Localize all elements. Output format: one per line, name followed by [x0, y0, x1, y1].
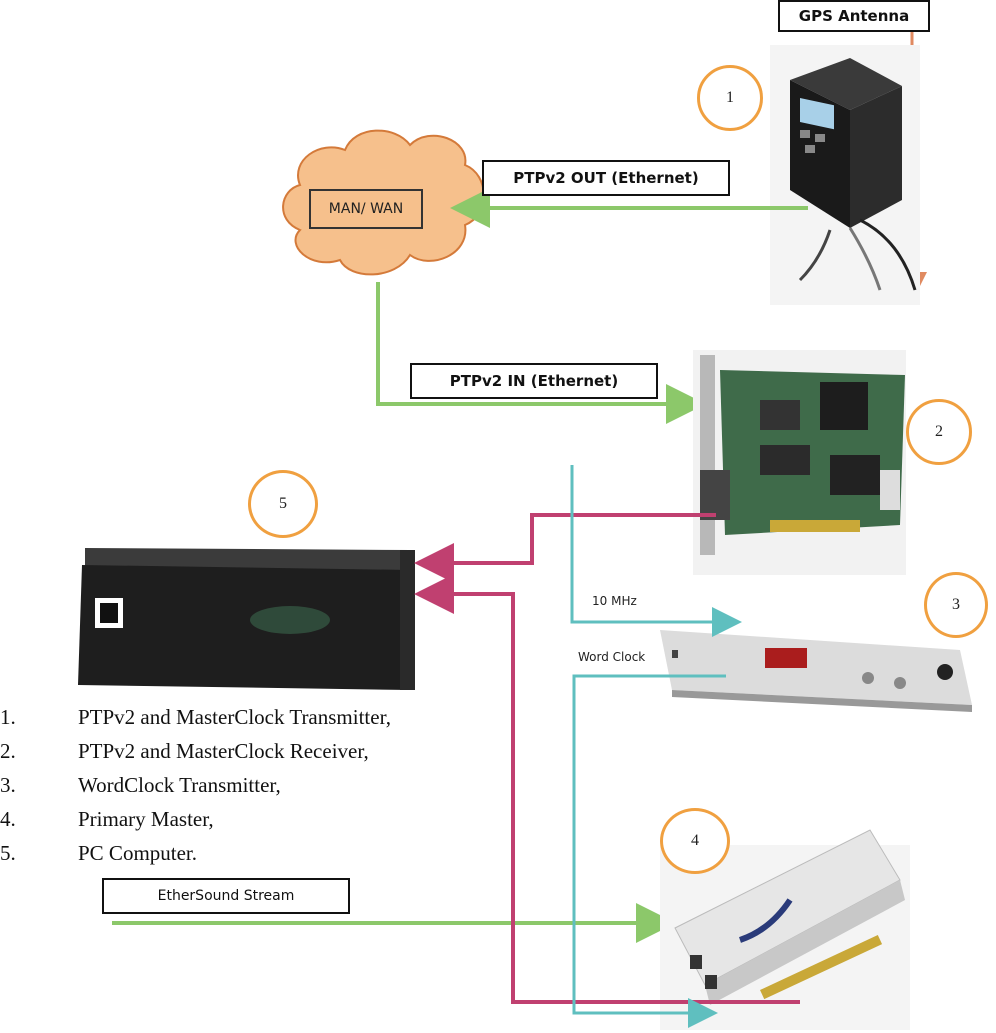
legend-text: Primary Master, — [78, 806, 214, 831]
legend-text: WordClock Transmitter, — [78, 772, 281, 797]
device-5-pc-computer — [78, 548, 415, 690]
legend-item: 1. PTPv2 and MasterClock Transmitter, — [0, 700, 391, 734]
teal-line-wordclock — [572, 674, 726, 1028]
word-clock-label: Word Clock — [578, 650, 646, 664]
legend-number: 3. — [0, 772, 16, 797]
legend-text: PC Computer. — [78, 840, 198, 865]
legend-item: 3. WordClock Transmitter, — [0, 768, 391, 802]
device-number-5: 5 — [248, 470, 318, 538]
man-wan-label: MAN/ WAN — [328, 201, 404, 217]
ptp-out-label: PTPv2 OUT (Ethernet) — [482, 160, 730, 196]
legend-number: 2. — [0, 738, 16, 763]
device-number-2: 2 — [906, 399, 972, 465]
legend-text: PTPv2 and MasterClock Transmitter, — [78, 704, 391, 729]
ten-mhz-label: 10 MHz — [592, 594, 637, 608]
legend-number: 1. — [0, 704, 16, 729]
legend-item: 2. PTPv2 and MasterClock Receiver, — [0, 734, 391, 768]
ethersound-label: EtherSound Stream — [102, 878, 350, 914]
device-number-4: 4 — [660, 808, 730, 874]
device-2-masterclock-receiver — [693, 350, 906, 575]
ptp-in-line — [376, 282, 706, 424]
gps-antenna-label: GPS Antenna — [778, 0, 930, 32]
device-legend: 1. PTPv2 and MasterClock Transmitter, 2. P… — [0, 700, 391, 870]
red-line-card-to-pc — [414, 574, 800, 1004]
teal-line-10mhz — [570, 465, 742, 637]
device-4-primary-master — [660, 829, 910, 1030]
legend-number: 5. — [0, 840, 16, 865]
device-1-masterclock-transmitter — [770, 45, 920, 305]
legend-item: 4. Primary Master, — [0, 802, 391, 836]
legend-item: 5. PC Computer. — [0, 836, 391, 870]
legend-text: PTPv2 and MasterClock Receiver, — [78, 738, 369, 763]
ptp-in-label: PTPv2 IN (Ethernet) — [410, 363, 658, 399]
device-3-wordclock-transmitter — [660, 630, 972, 712]
legend-number: 4. — [0, 806, 16, 831]
device-number-1: 1 — [697, 65, 763, 131]
red-line-receiver-to-pc — [414, 513, 716, 583]
device-number-3: 3 — [924, 572, 988, 638]
